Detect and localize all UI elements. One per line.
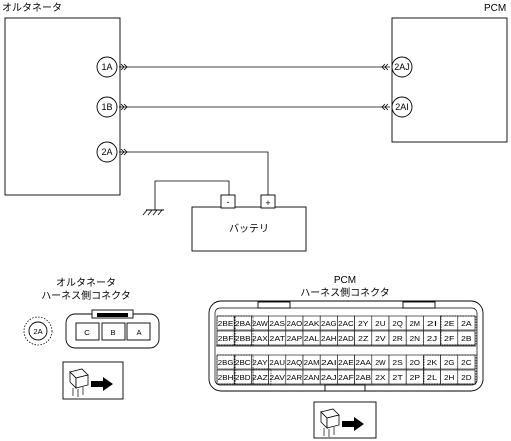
pcm-terminal-label: 2AH bbox=[321, 334, 337, 343]
pcm-terminal-label: 2X bbox=[375, 373, 385, 382]
pcm-pin-2ai: 2AI bbox=[391, 96, 413, 118]
pcm-terminal-label: 2AW bbox=[252, 319, 268, 328]
connector-chevron-icons bbox=[120, 63, 389, 156]
ground-icon bbox=[142, 209, 164, 216]
pcm-terminal-label: 2R bbox=[392, 334, 403, 343]
alternator-title: オルタネータ bbox=[2, 2, 62, 14]
wire-battery-minus-ground bbox=[154, 180, 230, 210]
battery-minus-label: - bbox=[227, 197, 230, 207]
pcm-terminal-label: 2AP bbox=[287, 334, 303, 343]
pcm-terminal-label: 2AM bbox=[304, 358, 320, 367]
pcm-terminal-label: 2AD bbox=[338, 334, 354, 343]
pcm-terminal-label: 2M bbox=[410, 319, 420, 328]
connector-plug-view-icon bbox=[62, 361, 124, 400]
pcm-terminal-label: 2BE bbox=[218, 319, 234, 328]
pcm-terminal-label: 2H bbox=[444, 373, 454, 382]
pcm-terminal-label: 2J bbox=[427, 334, 438, 343]
pcm-terminal-label: 2AS bbox=[269, 319, 285, 328]
pcm-connector-title: PCM bbox=[334, 275, 356, 286]
pcm-terminal-label: 2Q bbox=[392, 319, 402, 328]
pcm-terminal-label: 2P bbox=[410, 373, 420, 382]
pcm-terminal-label: 2AJ bbox=[321, 373, 337, 382]
pcm-terminal-label: 2A bbox=[461, 319, 472, 328]
svg-text:2A: 2A bbox=[101, 147, 112, 157]
pcm-terminal-label: 2BF bbox=[218, 334, 234, 343]
alt-connector-face: C B A bbox=[65, 309, 160, 349]
pcm-terminal-label: 2AA bbox=[355, 358, 372, 367]
pcm-terminal-label: 2AQ bbox=[287, 358, 303, 367]
svg-text:2A: 2A bbox=[33, 327, 43, 336]
svg-text:1B: 1B bbox=[101, 102, 112, 112]
pcm-terminal-label: 2AN bbox=[304, 373, 320, 382]
pcm-terminal-label: 2B bbox=[461, 334, 471, 343]
battery-plus-label: + bbox=[265, 198, 270, 208]
pcm-terminal-label: 2AF bbox=[338, 373, 354, 382]
pcm-terminal-label: 2F bbox=[444, 334, 455, 343]
alt-pin-1b: 1B bbox=[96, 96, 118, 118]
alt-pin-1a: 1A bbox=[96, 56, 118, 78]
pcm-terminal-label: 2AY bbox=[252, 358, 268, 367]
pcm-terminal-label: 2BA bbox=[235, 319, 252, 328]
pcm-terminal-label: 2E bbox=[444, 319, 454, 328]
pcm-terminal-label: 2AT bbox=[269, 334, 285, 343]
pcm-title: PCM bbox=[484, 3, 506, 14]
pcm-terminal-label: 2AG bbox=[321, 319, 337, 328]
pcm-terminal-label: 2BH bbox=[218, 373, 234, 382]
pcm-terminal-label: 2AO bbox=[287, 319, 303, 328]
pcm-terminal-label: 2Z bbox=[358, 334, 369, 343]
battery-label: バッテリ bbox=[229, 223, 269, 235]
pcm-terminal-label: 2AR bbox=[287, 373, 303, 382]
pcm-terminal-label: 2AU bbox=[269, 358, 285, 367]
pcm-connector-subtitle: ハーネス側コネクタ bbox=[300, 286, 390, 299]
pcm-terminal-label: 2L bbox=[427, 373, 437, 382]
svg-text:1A: 1A bbox=[101, 62, 112, 72]
pcm-terminal-label: 2BG bbox=[218, 358, 234, 367]
pcm-terminal-label: 2C bbox=[461, 358, 472, 367]
pcm-terminal-label: 2U bbox=[375, 319, 385, 328]
pcm-pin-2aj: 2AJ bbox=[391, 56, 413, 78]
pcm-terminal-label: 2AE bbox=[338, 358, 354, 367]
pcm-box bbox=[391, 17, 508, 143]
battery: - + バッテリ bbox=[191, 194, 307, 252]
pcm-terminal-label: 2I bbox=[427, 319, 437, 328]
pcm-terminal-cell bbox=[457, 354, 476, 370]
pcm-terminal-label: 2S bbox=[392, 358, 402, 367]
svg-text:2AI: 2AI bbox=[395, 102, 409, 112]
connector-plug-view-icon bbox=[313, 401, 377, 439]
pcm-terminal-label: 2N bbox=[410, 334, 420, 343]
pcm-terminal-label: 2K bbox=[427, 358, 437, 367]
wire-2a-battery-plus bbox=[119, 151, 269, 200]
alt-terminal-b: B bbox=[110, 328, 115, 337]
pcm-terminal-label: 2AX bbox=[252, 334, 268, 343]
pcm-terminal-label: 2D bbox=[461, 373, 472, 382]
pcm-terminal-label: 2G bbox=[444, 358, 454, 367]
pcm-terminal-label: 2V bbox=[375, 334, 386, 343]
alt-connector-title: オルタネータ bbox=[56, 277, 116, 289]
pcm-terminal-label: 2BB bbox=[235, 334, 251, 343]
alt-connector-subtitle: ハーネス側コネクタ bbox=[41, 289, 131, 302]
pcm-terminal-label: 2T bbox=[392, 373, 403, 382]
pcm-terminal-label: 2AC bbox=[338, 319, 354, 328]
alt-terminal-a: A bbox=[136, 328, 142, 337]
pcm-terminal-label: 2AV bbox=[269, 373, 286, 382]
pcm-terminal-label: 2O bbox=[410, 358, 420, 367]
pcm-terminal-label: 2Y bbox=[358, 319, 368, 328]
pcm-terminal-label: 2W bbox=[375, 358, 386, 367]
pcm-terminal-label: 2AZ bbox=[252, 373, 268, 382]
alt-pin-2a: 2A bbox=[96, 141, 118, 163]
alt-terminal-c: C bbox=[84, 328, 90, 337]
pcm-terminal-label: 2BC bbox=[235, 358, 251, 367]
pcm-terminal-highlights bbox=[216, 315, 477, 385]
svg-text:2AJ: 2AJ bbox=[394, 62, 410, 72]
alt-terminal-2a-symbol: 2A bbox=[23, 316, 53, 346]
pcm-terminal-label: 2AI bbox=[321, 358, 337, 367]
pcm-terminal-label: 2BD bbox=[235, 373, 251, 382]
pcm-terminal-label: 2AL bbox=[304, 334, 320, 343]
pcm-terminal-label: 2AB bbox=[355, 373, 371, 382]
pcm-terminal-label: 2AK bbox=[304, 319, 320, 328]
